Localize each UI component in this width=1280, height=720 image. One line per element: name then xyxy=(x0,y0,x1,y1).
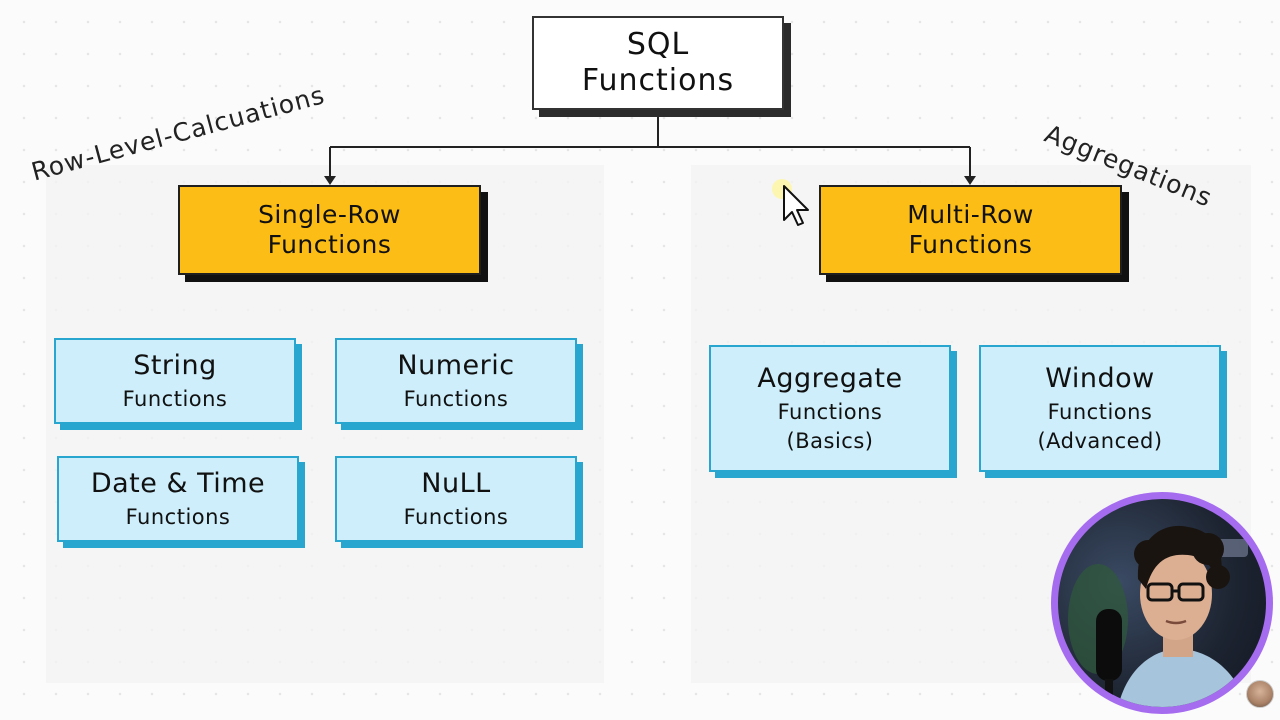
date-time-functions-title: Date & Time xyxy=(90,468,266,500)
date-time-functions-subtitle: Functions xyxy=(125,504,231,529)
multi-row-functions-node: Multi-Row Functions xyxy=(819,185,1122,275)
numeric-functions-subtitle: Functions xyxy=(403,386,509,411)
channel-avatar-icon xyxy=(1246,680,1274,708)
presenter-figure xyxy=(1068,525,1248,707)
null-functions-subtitle: Functions xyxy=(403,504,509,529)
single-row-functions-node: Single-Row Functions xyxy=(178,185,481,275)
numeric-functions-title: Numeric xyxy=(397,350,515,382)
window-functions-node: Window Functions (Advanced) xyxy=(979,345,1221,472)
numeric-functions-node: Numeric Functions xyxy=(335,338,577,424)
window-functions-note: (Advanced) xyxy=(1037,428,1163,453)
webcam-video xyxy=(1058,499,1266,707)
mouse-pointer-icon xyxy=(772,179,809,226)
aggregate-functions-title: Aggregate xyxy=(757,363,903,395)
null-functions-node: NuLL Functions xyxy=(335,456,577,542)
presenter-webcam xyxy=(1051,492,1273,714)
string-functions-title: String xyxy=(133,350,217,382)
window-functions-title: Window xyxy=(1045,363,1155,395)
root-title-line1: SQL xyxy=(626,27,690,62)
window-functions-subtitle: Functions xyxy=(1047,399,1153,424)
single-row-line1: Single-Row xyxy=(258,200,401,229)
date-time-functions-node: Date & Time Functions xyxy=(57,456,299,542)
null-functions-title: NuLL xyxy=(421,468,491,500)
single-row-line2: Functions xyxy=(267,230,392,259)
right-arrow-head xyxy=(964,176,976,185)
string-functions-subtitle: Functions xyxy=(122,386,228,411)
string-functions-node: String Functions xyxy=(54,338,296,424)
root-title-line2: Functions xyxy=(581,63,735,98)
aggregate-functions-node: Aggregate Functions (Basics) xyxy=(709,345,951,472)
multi-row-line2: Functions xyxy=(908,230,1033,259)
aggregate-functions-note: (Basics) xyxy=(786,428,874,453)
sql-functions-node: SQL Functions xyxy=(532,16,784,110)
left-arrow-head xyxy=(324,176,336,185)
multi-row-line1: Multi-Row xyxy=(907,200,1034,229)
aggregate-functions-subtitle: Functions xyxy=(777,399,883,424)
